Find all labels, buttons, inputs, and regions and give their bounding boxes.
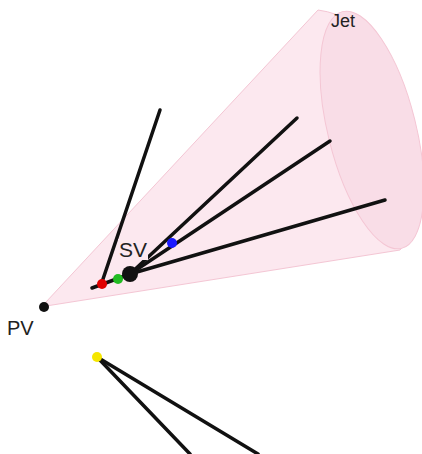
text-label: PV xyxy=(6,318,35,338)
secondary-vertex xyxy=(122,266,138,282)
green-vertex xyxy=(113,274,123,284)
text-label: SV xyxy=(118,239,148,260)
text-label: Jet xyxy=(330,12,356,30)
yellow-vertex xyxy=(92,352,102,362)
tracks xyxy=(92,110,385,454)
red-vertex xyxy=(97,279,107,289)
primary-vertex xyxy=(39,302,49,312)
blue-vertex xyxy=(167,238,177,248)
